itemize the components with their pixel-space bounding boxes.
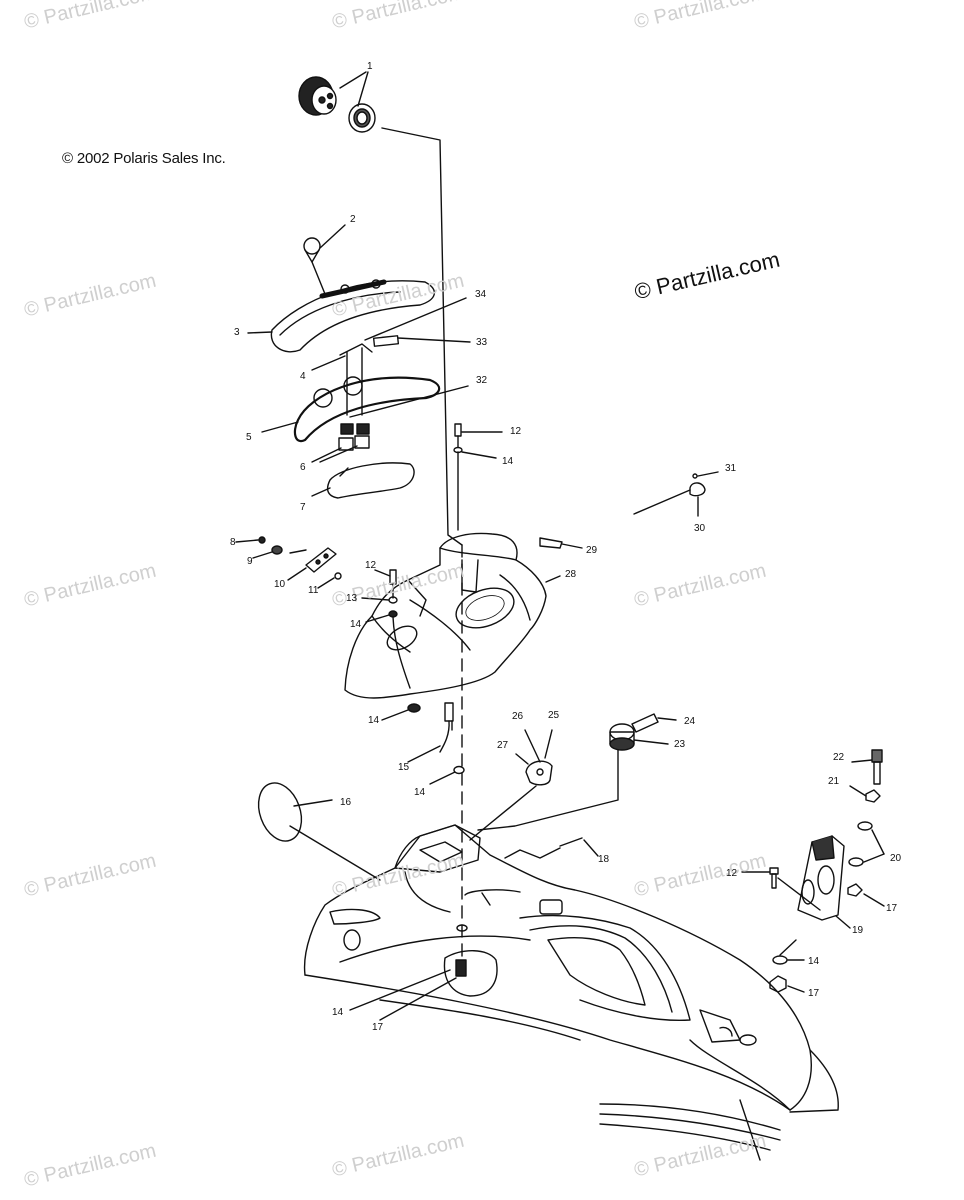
- callout-21: 21: [828, 776, 840, 787]
- callout-32: 32: [476, 375, 488, 386]
- callout-14: 14: [502, 456, 514, 467]
- part-1-ring: [348, 103, 376, 133]
- callout-8: 8: [230, 537, 236, 548]
- callout-28: 28: [565, 569, 577, 580]
- callout-31: 31: [725, 463, 737, 474]
- part-1-cap: [298, 76, 337, 116]
- part-5-gasket: [293, 376, 441, 443]
- callout-14: 14: [350, 619, 362, 630]
- callout-17: 17: [372, 1022, 384, 1033]
- part-27-clamp: [525, 760, 553, 786]
- part-19-bracket: [797, 835, 845, 921]
- part-30-fitting: [689, 482, 706, 497]
- callout-14: 14: [414, 787, 426, 798]
- part-29-pin: [539, 537, 563, 549]
- part-7-mat: [326, 462, 415, 499]
- callout-3: 3: [234, 327, 240, 338]
- part-16-oval-pad: [257, 782, 303, 842]
- callout-9: 9: [247, 556, 253, 567]
- callout-18: 18: [598, 854, 610, 865]
- part-23-fitting: [609, 723, 635, 751]
- callout-25: 25: [548, 710, 560, 721]
- callout-29: 29: [586, 545, 598, 556]
- callout-33: 33: [476, 337, 488, 348]
- callout-23: 23: [674, 739, 686, 750]
- callout-14: 14: [368, 715, 380, 726]
- callout-22: 22: [833, 752, 845, 763]
- part-2-knob: [303, 237, 326, 295]
- part-10-hinge: [305, 547, 337, 573]
- part-15-hose: [439, 702, 454, 753]
- part-12-bolt-left: [389, 569, 397, 599]
- callout-6: 6: [300, 462, 306, 473]
- callout-30: 30: [694, 523, 706, 534]
- callout-5: 5: [246, 432, 252, 443]
- callout-1: 1: [367, 61, 373, 72]
- part-28-tank: [344, 532, 547, 699]
- callout-11: 11: [308, 585, 319, 596]
- part-6-clips: [338, 423, 370, 451]
- callout-27: 27: [497, 740, 509, 751]
- callout-19: 19: [852, 925, 864, 936]
- callout-2: 2: [350, 214, 356, 225]
- callout-20: 20: [890, 853, 902, 864]
- callout-14: 14: [808, 956, 820, 967]
- callout-4: 4: [300, 371, 306, 382]
- callout-15: 15: [398, 762, 410, 773]
- part-12-bolt-upper: [454, 423, 462, 448]
- callout-12: 12: [510, 426, 522, 437]
- callout-16: 16: [340, 797, 352, 808]
- callout-12: 12: [365, 560, 377, 571]
- part-12-bolt-right: [769, 867, 779, 889]
- part-21-nut: [865, 789, 881, 803]
- callout-17: 17: [808, 988, 820, 999]
- callout-26: 26: [512, 711, 524, 722]
- callout-13: 13: [346, 593, 358, 604]
- part-24-valve: [631, 713, 659, 733]
- hull-deck: [303, 824, 839, 1161]
- callout-17: 17: [886, 903, 898, 914]
- part-3-cover: [270, 279, 435, 353]
- callout-10: 10: [274, 579, 286, 590]
- copyright-notice: © 2002 Polaris Sales Inc.: [62, 150, 226, 167]
- part-22-bolt: [871, 749, 883, 785]
- callout-24: 24: [684, 716, 696, 727]
- callout-14: 14: [332, 1007, 344, 1018]
- callout-34: 34: [475, 289, 487, 300]
- callout-12: 12: [726, 868, 738, 879]
- callout-7: 7: [300, 502, 306, 513]
